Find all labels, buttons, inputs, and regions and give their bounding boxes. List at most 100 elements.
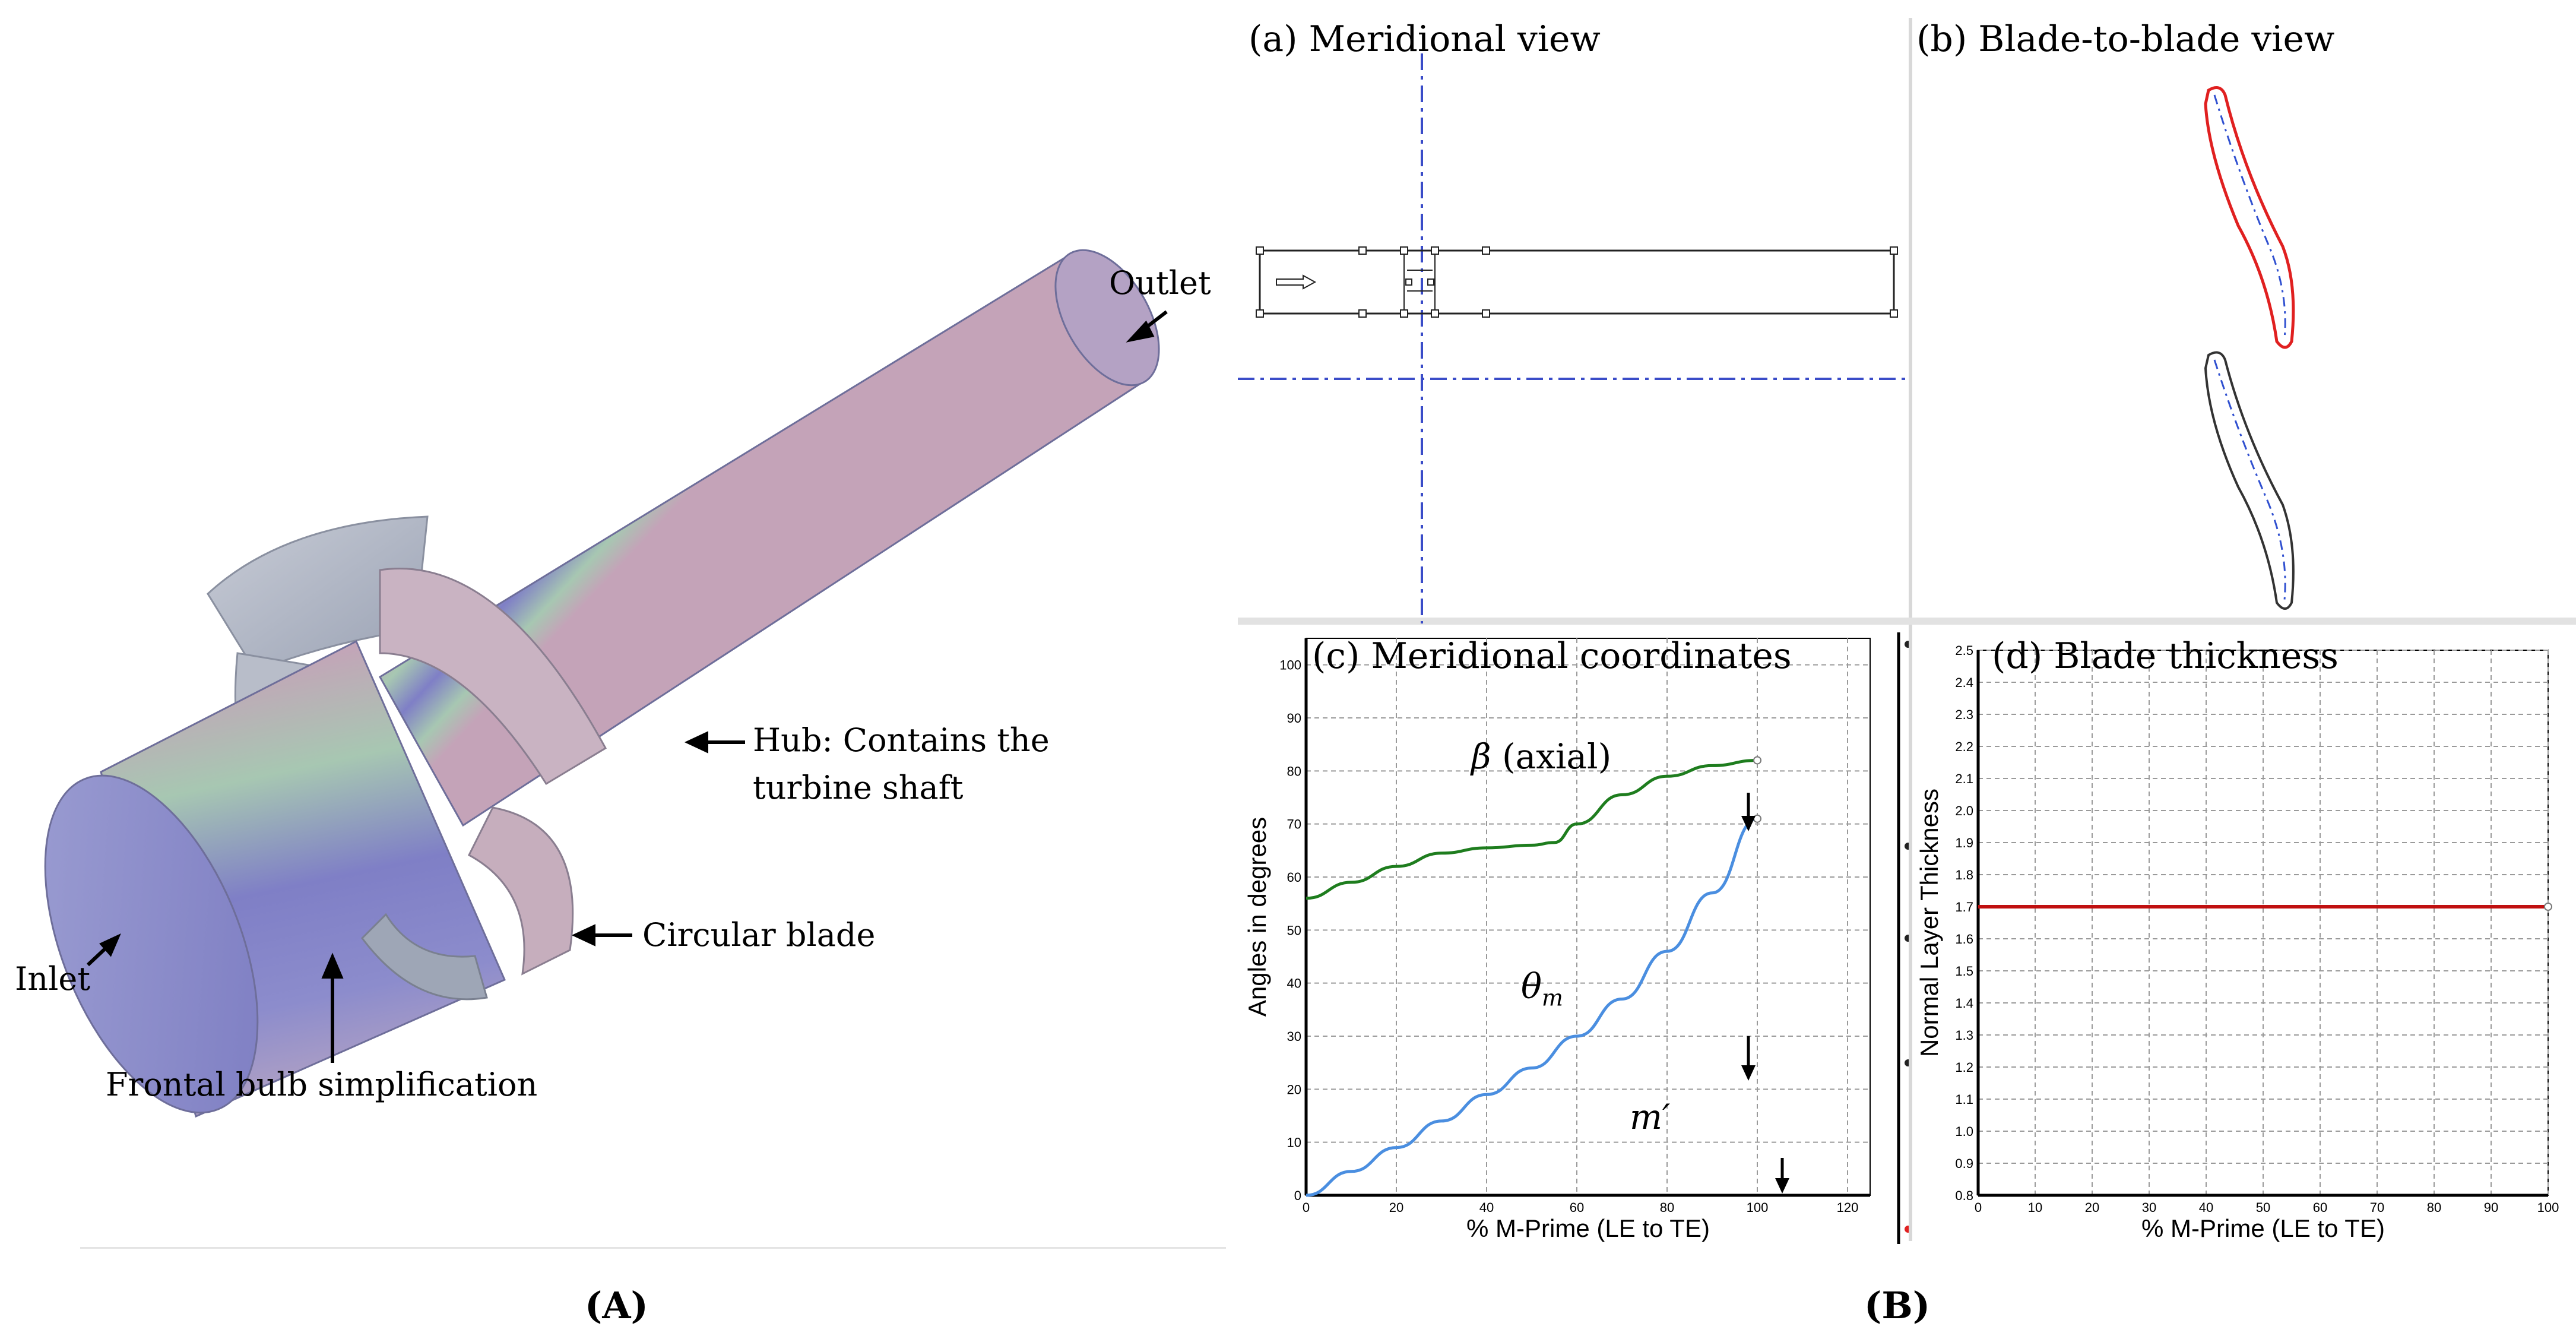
x-tick-label: 20 — [1389, 1200, 1403, 1215]
blade-lower-2 — [361, 913, 488, 1001]
meridional-coordinates-chart: 0 20 40 60 80 100 120 0 10 20 30 40 50 60 70 80 90 100 % M… — [1243, 632, 1909, 1244]
x-tick-label: 100 — [1747, 1200, 1769, 1215]
y-tick-label: 40 — [1287, 976, 1301, 991]
x-tick-label: 60 — [1570, 1200, 1584, 1215]
x-tick-label: 80 — [1660, 1200, 1674, 1215]
x-tick-label: 50 — [2256, 1200, 2270, 1215]
y-tick-label: 0.8 — [1955, 1188, 1973, 1203]
y-tick-label: 1.3 — [1955, 1028, 1973, 1043]
y-tick-label: 2.3 — [1955, 707, 1973, 722]
y-tick-label: 60 — [1287, 870, 1301, 885]
circular-blade-label: Circular blade — [642, 916, 876, 954]
y-tick-label: 2.1 — [1955, 771, 1973, 786]
blade-camber-bottom — [2213, 359, 2286, 600]
blade-lower — [468, 806, 574, 976]
side-marker — [1905, 1059, 1909, 1066]
y-tick-label: 1.0 — [1955, 1124, 1973, 1139]
vertical-separator — [1909, 18, 1912, 1241]
y-tick-label: 1.5 — [1955, 964, 1973, 979]
y-tick-label: 1.2 — [1955, 1060, 1973, 1075]
side-marker — [1905, 1226, 1909, 1233]
y-tick-label: 2.2 — [1955, 739, 1973, 754]
panel-a-label: (A) — [585, 1284, 648, 1327]
outlet-label: Outlet — [1109, 264, 1211, 302]
blade-thickness-title: (d) Blade thickness — [1992, 635, 2339, 677]
blade-profile-bottom — [2204, 351, 2295, 610]
series-endpoint-0 — [2544, 903, 2552, 911]
blade-profile-top — [2204, 86, 2295, 349]
y-tick-label: 1.4 — [1955, 996, 1973, 1011]
blade-to-blade-diagram — [2204, 86, 2295, 610]
y-tick-label: 0 — [1294, 1188, 1301, 1203]
annotation-arrowhead — [1775, 1178, 1789, 1194]
y-axis-label: Normal Layer Thickness — [1915, 789, 1943, 1057]
y-axis-label: Angles in degrees — [1243, 817, 1271, 1017]
blade-back — [207, 515, 429, 672]
x-tick-label: 40 — [2199, 1200, 2213, 1215]
x-tick-label: 30 — [2142, 1200, 2156, 1215]
y-tick-label: 2.0 — [1955, 803, 1973, 818]
y-tick-label: 1.9 — [1955, 835, 1973, 850]
hub-label-line2: turbine shaft — [753, 769, 964, 806]
y-tick-label: 70 — [1287, 817, 1301, 832]
meridional-view-title: (a) Meridional view — [1249, 18, 1601, 60]
theta-annotation: θm — [1521, 966, 1563, 1011]
beta-annotation: β (axial) — [1471, 736, 1612, 777]
series-line-1 — [1306, 817, 1758, 1197]
x-tick-label: 40 — [1479, 1200, 1494, 1215]
meridional-view-diagram — [1238, 53, 1909, 623]
y-tick-label: 90 — [1287, 711, 1301, 726]
mprime-annotation: m′ — [1630, 1097, 1671, 1137]
inlet-label: Inlet — [15, 960, 91, 998]
meridional-coordinates-title: (c) Meridional coordinates — [1312, 635, 1792, 677]
blade-to-blade-title: (b) Blade-to-blade view — [1916, 18, 2335, 60]
plot-area — [1978, 650, 2549, 1196]
blade-camber-top — [2213, 94, 2286, 339]
outlet-face — [1054, 249, 1160, 387]
side-marker — [1905, 641, 1909, 648]
x-tick-label: 120 — [1837, 1200, 1859, 1215]
y-tick-label: 2.5 — [1955, 643, 1973, 658]
x-tick-label: 10 — [2028, 1200, 2042, 1215]
hub-label-line1: Hub: Contains the — [753, 721, 1050, 759]
y-tick-label: 50 — [1287, 923, 1301, 938]
panel-b-label: (B) — [1864, 1284, 1931, 1327]
turbine-3d-illustration — [44, 249, 1168, 1118]
series-endpoint-0 — [1753, 756, 1761, 765]
blade-thickness-chart: 0 10 20 30 40 50 60 70 80 90 100 0.8 0.9 1.0 1.1 1.2 1.3… — [1915, 643, 2559, 1242]
series-line-0 — [1306, 758, 1758, 900]
panel-b-frame — [1238, 0, 2576, 1259]
bulb-label: Frontal bulb simplification — [106, 1066, 538, 1103]
x-tick-label: 20 — [2085, 1200, 2099, 1215]
side-marker — [1905, 935, 1909, 942]
x-tick-label: 90 — [2484, 1200, 2498, 1215]
annotation-arrowhead — [1741, 816, 1756, 831]
y-tick-label: 1.1 — [1955, 1092, 1973, 1107]
horizontal-separator — [1238, 618, 2576, 625]
x-tick-label: 0 — [1975, 1200, 1982, 1215]
x-tick-label: 70 — [2370, 1200, 2384, 1215]
y-tick-label: 100 — [1279, 658, 1301, 673]
x-axis-label: % M-Prime (LE to TE) — [2141, 1214, 2385, 1242]
y-tick-label: 0.9 — [1955, 1156, 1973, 1171]
y-tick-label: 2.4 — [1955, 675, 1973, 690]
x-tick-label: 100 — [2537, 1200, 2559, 1215]
side-marker — [1905, 843, 1909, 850]
y-tick-label: 10 — [1287, 1135, 1301, 1150]
x-tick-label: 60 — [2313, 1200, 2327, 1215]
panel-a-divider — [80, 1247, 1226, 1249]
x-tick-label: 80 — [2427, 1200, 2441, 1215]
x-axis-label: % M-Prime (LE to TE) — [1466, 1214, 1710, 1242]
y-tick-label: 1.6 — [1955, 932, 1973, 947]
plot-area — [1306, 638, 1871, 1196]
blade-upper — [379, 568, 607, 786]
y-tick-label: 1.8 — [1955, 868, 1973, 882]
y-tick-label: 20 — [1287, 1082, 1301, 1097]
callout-arrows — [86, 310, 1168, 1063]
y-tick-label: 30 — [1287, 1029, 1301, 1044]
y-tick-label: 1.7 — [1955, 900, 1973, 914]
y-tick-label: 80 — [1287, 764, 1301, 778]
annotation-arrowhead — [1741, 1065, 1756, 1081]
inlet-face — [44, 774, 259, 1114]
x-tick-label: 0 — [1303, 1200, 1310, 1215]
